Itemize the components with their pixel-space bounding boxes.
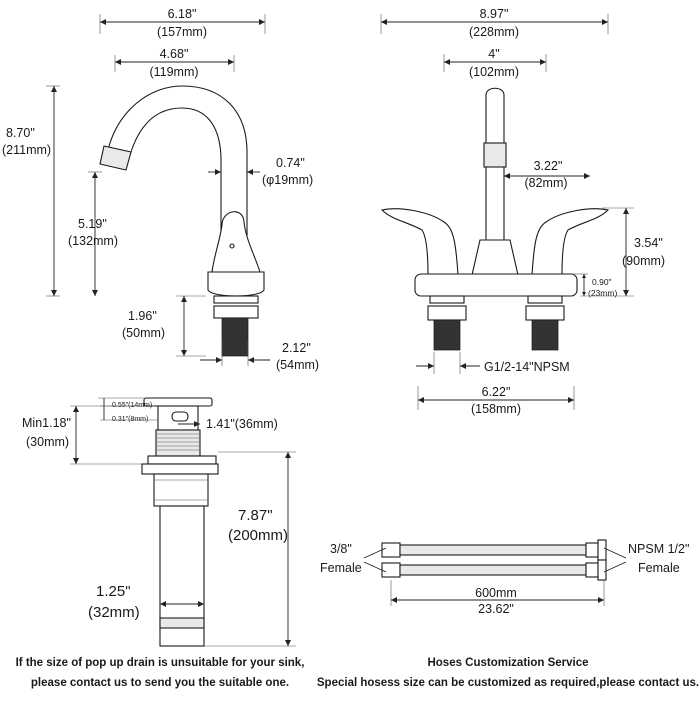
front-offset-mm: (82mm) [524,176,567,190]
front-left-shank [433,319,461,351]
front-handle-height-in: 3.54" [634,236,663,250]
hose-dimensions: 3/8" Female NPSM 1/2" Female 600mm 23.62… [320,542,689,616]
front-deck-plate [414,273,578,297]
side-spout-height-in: 5.19" [78,217,107,231]
hose-right-sub: Female [638,561,680,575]
drain-min-in: Min1.18" [22,416,71,430]
hose-left-sub: Female [320,561,362,575]
side-base-in: 2.12" [282,341,311,355]
side-base-mm: (54mm) [276,358,319,372]
front-width-in: 8.97" [480,7,509,21]
drain-caption-line2: please contact us to send you the suitab… [31,677,289,689]
hose-bottom-braid [399,564,587,576]
front-dimensions: 8.97" (228mm) 4" (102mm) 3.22" (82mm) 3.… [380,7,665,416]
hose-right-label: NPSM 1/2" [628,542,689,556]
drain-cap-diameter: 1.41"(36mm) [206,417,278,431]
hose-top [381,539,607,561]
side-handle-screw [229,243,235,249]
hose-length-in: 23.62" [478,602,514,616]
hose-bottom [381,559,607,581]
side-nut [213,305,259,319]
hose-bottom-left-nut [381,562,401,578]
front-offset-in: 3.22" [534,159,563,173]
side-width-in: 6.18" [168,7,197,21]
front-width-mm: (228mm) [469,25,519,39]
hose-bottom-right-nut [597,559,607,581]
hoses [363,539,627,581]
drain-washer [147,455,217,465]
hose-top-braid [399,544,587,556]
front-right-nut-top [527,295,563,304]
side-height-in: 8.70" [6,126,35,140]
drain-length-in: 7.87" [238,507,273,524]
hose-caption-title: Hoses Customization Service [427,657,588,669]
captions: If the size of pop up drain is unsuitabl… [16,657,700,689]
drain-overflow-slot [171,411,189,422]
drain-length-mm: (200mm) [228,527,288,544]
front-handle-height-mm: (90mm) [622,254,665,268]
drain-caption-line1: If the size of pop up drain is unsuitabl… [16,657,305,669]
front-spout-base [471,239,519,276]
side-height-mm: (211mm) [2,143,51,157]
front-right-shank [531,319,559,351]
side-nut-top [213,295,259,304]
hose-top-left-nut [381,542,401,558]
drain-nut [141,463,219,475]
drain-cap [143,397,213,407]
side-diameter-mm: (φ19mm) [262,173,313,187]
side-shank-in: 1.96" [128,309,157,323]
front-right-nut [525,305,565,321]
side-dimensions: 6.18" (157mm) 4.68" (119mm) 8.70" (211mm… [2,7,319,372]
front-left-nut-top [429,295,465,304]
hose-length-mm: 600mm [475,586,517,600]
hose-left-label: 3/8" [330,542,352,556]
side-reach-mm: (119mm) [149,65,198,79]
side-spout [107,85,248,236]
side-diameter-in: 0.74" [276,156,305,170]
front-thread: G1/2-14"NPSM [484,360,570,374]
drain-tail-in: 1.25" [96,583,131,600]
drain-top-dim-1: 0.55"(14mm) [112,402,152,409]
front-view-faucet [380,87,610,351]
side-width-mm: (157mm) [157,25,207,39]
drain-min-mm: (30mm) [26,435,69,449]
side-spout-height-mm: (132mm) [68,234,118,248]
drain-coupling [153,473,209,507]
pop-up-drain [141,397,219,647]
front-deck-mm: (23mm) [588,288,617,298]
drain-tail-band [159,617,205,629]
front-left-nut [427,305,467,321]
front-spread-in: 4" [488,47,499,61]
drain-dimensions: 0.55"(14mm) 0.31"(8mm) Min1.18" (30mm) 1… [22,397,296,647]
side-handle [211,211,261,273]
hose-caption-line: Special hosess size can be customized as… [317,677,699,689]
side-base [207,271,265,297]
drain-threads [155,429,201,457]
front-right-handle [531,208,610,276]
front-deck-in: 0.90" [592,277,612,287]
front-base-mm: (158mm) [471,402,521,416]
front-left-handle [380,208,459,276]
front-spout-ring [483,142,507,168]
side-view-faucet [99,85,265,357]
side-shank [221,317,249,357]
side-reach-in: 4.68" [160,47,189,61]
side-shank-mm: (50mm) [122,326,165,340]
front-spread-mm: (102mm) [469,65,519,79]
front-base-in: 6.22" [482,385,511,399]
drain-tail-mm: (32mm) [88,604,140,621]
side-aerator [99,145,132,171]
drain-top-dim-2: 0.31"(8mm) [112,416,148,423]
hose-top-right-nut [597,539,607,561]
